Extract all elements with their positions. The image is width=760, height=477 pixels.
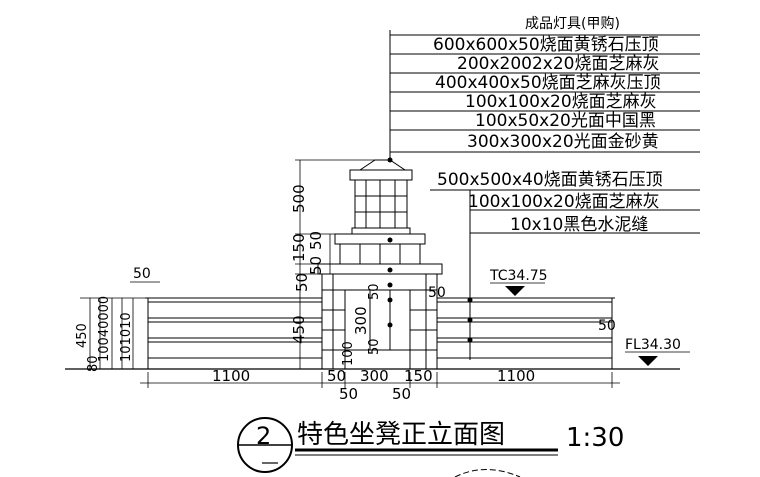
left-dimensions [80,281,160,370]
title-number: 2 [256,422,271,450]
dim-left-stack2: 101010 [119,312,134,362]
dim-v-450: 450 [290,315,308,344]
drawing-title: 2 特色坐凳正立面图 1:30 [237,417,624,473]
tc-elevation-marker: TC34.75 [489,268,548,296]
pillar-center-dots [387,237,393,328]
dim-center-50: 50 [367,283,382,300]
dim-below-50b: 50 [392,385,411,403]
dim-bottom-1100-right: 1100 [497,367,535,385]
callout-dots-mid [467,297,473,343]
callout-item-2: 200x2002x20烧面芝麻灰 [457,54,659,74]
bottom-dimension-chain [140,372,620,388]
dim-right-50: 50 [598,318,616,334]
fl-elevation-label: FL34.30 [625,337,681,353]
dim-bottom-300: 300 [360,367,389,385]
dim-center-50b: 50 [367,338,382,355]
bench-left [145,297,322,369]
callout-mid-3: 10x10黑色水泥缝 [510,215,648,235]
title-text: 特色坐凳正立面图 [297,420,505,450]
callout-lines-mid [430,189,700,360]
dim-v-150: 150 [290,233,308,262]
pillar-vertical-dims [295,159,390,369]
callout-lines-top [389,30,700,158]
callout-item-5: 100x50x20光面中国黑 [475,111,656,131]
bench-right [437,297,615,369]
dim-below-50a: 50 [339,385,358,403]
dim-bottom-150: 150 [404,367,433,385]
dim-left-50: 50 [133,266,151,282]
dim-center-300: 300 [352,306,370,335]
callout-item-1: 600x600x50烧面黄锈石压顶 [433,35,659,55]
dim-bottom-1100-left: 1100 [212,367,250,385]
dim-bottom-50a: 50 [327,367,346,385]
dim-left-450: 450 [75,323,90,348]
fl-elevation-marker: FL34.30 [625,337,690,366]
dim-v-50a: 50 [307,231,325,250]
callout-texts-top: 成品灯具(甲购) 600x600x50烧面黄锈石压顶 200x2002x20烧面… [433,16,661,152]
callout-item-6: 300x300x20光面金砂黄 [467,132,659,152]
tc-elevation-label: TC34.75 [489,268,548,284]
lantern-lamp [349,159,413,235]
dim-v-50b: 50 [307,256,325,275]
dim-v-500: 500 [290,184,308,213]
title-scale: 1:30 [566,423,624,453]
callout-mid-2: 100x100x20烧面芝麻灰 [468,192,660,212]
dim-v-50-top: 50 [293,273,311,292]
dim-left-80: 80 [86,355,101,372]
callout-mid-1: 500x500x40烧面黄锈石压顶 [437,170,663,190]
dim-left-stack: 10040000 [97,296,112,362]
dim-center-100: 100 [341,341,356,366]
callout-item-3: 400x400x50烧面芝麻灰压顶 [435,73,661,93]
callout-lamp: 成品灯具(甲购) [525,16,620,32]
callout-item-4: 100x100x20烧面芝麻灰 [465,92,657,112]
callout-texts-mid: 500x500x40烧面黄锈石压顶 100x100x20烧面芝麻灰 10x10黑… [437,170,663,235]
dim-right-50-top: 50 [428,285,446,301]
north-arc-fragment [454,469,521,477]
